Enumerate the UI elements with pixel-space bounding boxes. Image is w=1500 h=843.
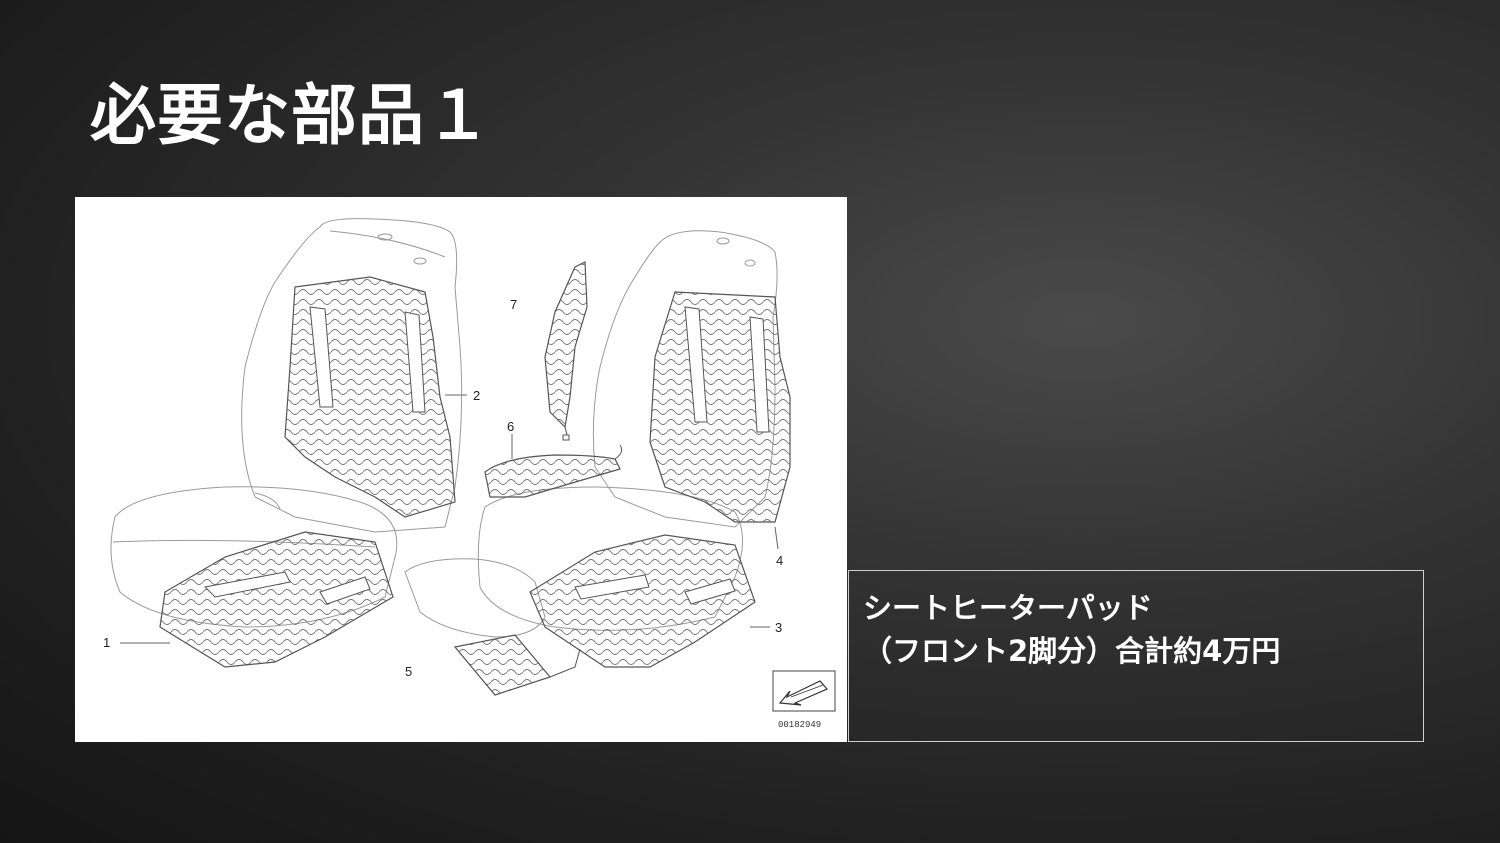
- part-number-7: 7: [510, 297, 517, 312]
- part-number-3: 3: [775, 620, 782, 635]
- part-number-6: 6: [507, 419, 514, 434]
- part-number-4: 4: [776, 553, 783, 568]
- part-4-backrest-heater-pad: [649, 291, 791, 523]
- part-3-cushion-heater-pad: [529, 534, 756, 668]
- part-number-1: 1: [103, 635, 110, 650]
- part-5-side-heater-pads: [404, 558, 581, 696]
- part-number-2: 2: [473, 388, 480, 403]
- callout-product-name: シートヒーターパッド: [863, 591, 1153, 625]
- parts-diagram: 1 2 3 4 5 6 7 00182949: [75, 197, 847, 742]
- seat-heater-exploded-view: 1 2 3 4 5 6 7 00182949: [103, 218, 836, 730]
- part-1-cushion-heater-pad: [159, 531, 394, 668]
- callout-price-note: （フロント2脚分）合計約4万円: [863, 634, 1281, 668]
- part-7-side-bolster-pad: [544, 261, 588, 441]
- slide-title: 必要な部品１: [90, 77, 492, 154]
- orientation-arrow-icon: [772, 670, 836, 712]
- part-number-5: 5: [405, 664, 412, 679]
- diagram-code: 00182949: [778, 720, 821, 730]
- part-2-backrest-heater-pad: [284, 276, 456, 518]
- part-6-bolster-pad: [484, 444, 623, 498]
- callout-leader-lines: [120, 394, 779, 644]
- price-callout-box: シートヒーターパッド （フロント2脚分）合計約4万円: [848, 570, 1424, 742]
